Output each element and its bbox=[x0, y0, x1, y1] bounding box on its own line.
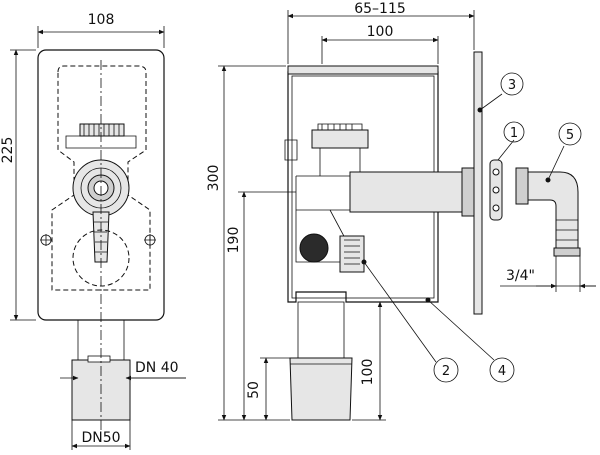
dim-front-height: 225 bbox=[0, 137, 16, 164]
svg-text:2: 2 bbox=[442, 364, 450, 379]
side-drain-opening bbox=[299, 233, 329, 263]
side-upper-cap bbox=[311, 129, 369, 149]
dim-outlet-height: 190 bbox=[226, 227, 242, 254]
side-faceplate bbox=[473, 51, 483, 315]
right-screw-icon bbox=[144, 234, 156, 246]
side-lower-cap bbox=[339, 235, 365, 273]
dim-depth-range: 65–115 bbox=[354, 1, 406, 17]
dim-total-height: 300 bbox=[206, 165, 222, 192]
front-inner-outline bbox=[51, 65, 151, 291]
dim-thread: 3/4" bbox=[506, 268, 535, 284]
dim-dn50: DN50 bbox=[81, 430, 120, 446]
left-screw-icon bbox=[40, 234, 52, 246]
svg-text:3: 3 bbox=[508, 78, 516, 93]
side-housing bbox=[287, 71, 439, 303]
detail-parts: 3/4" bbox=[489, 159, 596, 292]
callout-1: 1 bbox=[497, 121, 525, 161]
callout-5: 5 bbox=[545, 122, 582, 183]
front-cap bbox=[79, 123, 125, 137]
callout-3: 3 bbox=[477, 72, 524, 113]
dim-body-depth: 100 bbox=[367, 24, 394, 40]
dim-lower-50: 50 bbox=[246, 381, 262, 399]
dim-dn40: DN 40 bbox=[135, 360, 179, 376]
part-5-elbow bbox=[519, 171, 579, 249]
callout-4: 4 bbox=[425, 297, 515, 383]
side-view: 65–115 100 300 190 50 100 bbox=[206, 1, 483, 421]
dim-front-width: 108 bbox=[88, 12, 115, 28]
svg-text:5: 5 bbox=[566, 128, 574, 143]
callout-2: 2 bbox=[361, 259, 459, 383]
side-outlet-pipe bbox=[349, 171, 463, 213]
side-down-pipe bbox=[297, 301, 345, 359]
svg-text:4: 4 bbox=[498, 364, 506, 379]
svg-text:1: 1 bbox=[510, 126, 518, 141]
front-view: 108 225 DN 40 DN50 bbox=[0, 12, 186, 450]
dim-stub-length: 100 bbox=[360, 359, 376, 386]
